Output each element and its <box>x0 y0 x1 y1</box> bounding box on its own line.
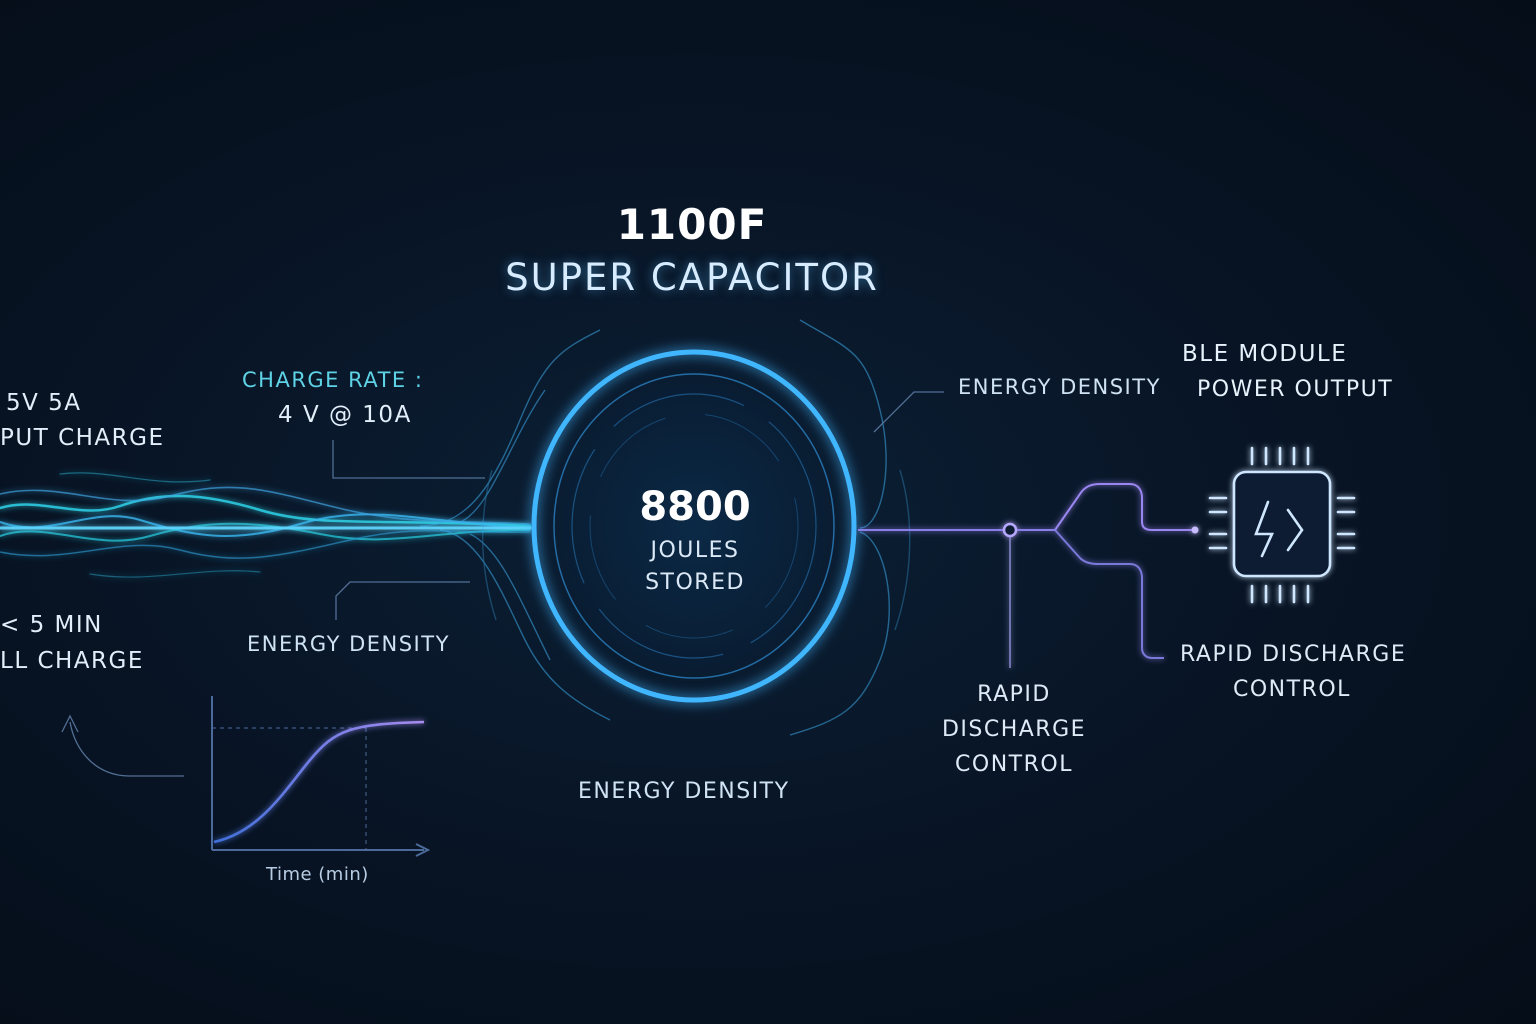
wave-7 <box>59 472 211 483</box>
wave-5 <box>0 530 531 559</box>
rapid-discharge-mid-line1: RAPID <box>977 682 1051 707</box>
chip-bolt-icon <box>1208 446 1356 604</box>
energy-density-right: ENERGY DENSITY <box>958 375 1161 399</box>
leader-left-density <box>335 581 470 620</box>
capacity-label: 1100F <box>616 200 768 249</box>
core-value: 8800 <box>639 484 751 530</box>
branch-down <box>1054 529 1164 659</box>
outer-ring <box>531 349 857 703</box>
charge-rate-value: 4 V @ 10A <box>278 402 412 428</box>
chart-curve <box>213 720 425 844</box>
leader-chart <box>69 721 184 777</box>
full-charge-line1: < 5 MIN <box>0 612 103 638</box>
energy-density-bottom: ENERGY DENSITY <box>578 779 790 804</box>
wave-8 <box>89 570 261 578</box>
inner-ring-3 <box>589 413 799 639</box>
wave-1 <box>0 494 532 528</box>
input-spec-line1: 5V 5A <box>6 390 82 416</box>
core-unit-line1: JOULES <box>650 538 740 563</box>
ble-module-line1: BLE MODULE <box>1182 341 1348 367</box>
rapid-discharge-mid-line3: CONTROL <box>955 752 1073 777</box>
chart-x-label: Time (min) <box>266 864 369 885</box>
inner-ring-2 <box>571 393 817 659</box>
capacitor-core <box>531 349 857 703</box>
field-lines <box>419 319 911 736</box>
chart-x-arrow <box>415 843 431 857</box>
rapid-discharge-mid-line2: DISCHARGE <box>941 717 1087 742</box>
core-unit-line2: STORED <box>645 570 745 595</box>
rapid-discharge-right-line1: RAPID DISCHARGE <box>1180 642 1407 667</box>
output-circuit <box>858 483 1199 668</box>
full-charge-line2: LL CHARGE <box>0 648 144 674</box>
leader-chart-arrow <box>61 714 79 733</box>
energy-density-left: ENERGY DENSITY <box>247 632 450 656</box>
leader-lines <box>61 391 944 777</box>
junction-node <box>1002 522 1018 538</box>
ble-module-line2: POWER OUTPUT <box>1197 377 1394 402</box>
charge-curve-chart <box>211 696 431 857</box>
wave-3 <box>0 522 531 542</box>
leader-charge-rate <box>332 440 485 479</box>
wave-2 <box>0 513 531 537</box>
inner-ring-1 <box>553 373 835 679</box>
input-spec-line2: PUT CHARGE <box>0 425 165 451</box>
input-waves <box>0 472 532 578</box>
chip-input-node <box>1191 526 1199 534</box>
charge-rate-title: CHARGE RATE : <box>242 368 424 392</box>
rapid-discharge-right-line2: CONTROL <box>1233 677 1351 702</box>
branch-up <box>1054 483 1195 531</box>
title-label: SUPER CAPACITOR <box>505 256 879 299</box>
wave-4 <box>0 486 531 525</box>
leader-right-density <box>873 391 944 433</box>
